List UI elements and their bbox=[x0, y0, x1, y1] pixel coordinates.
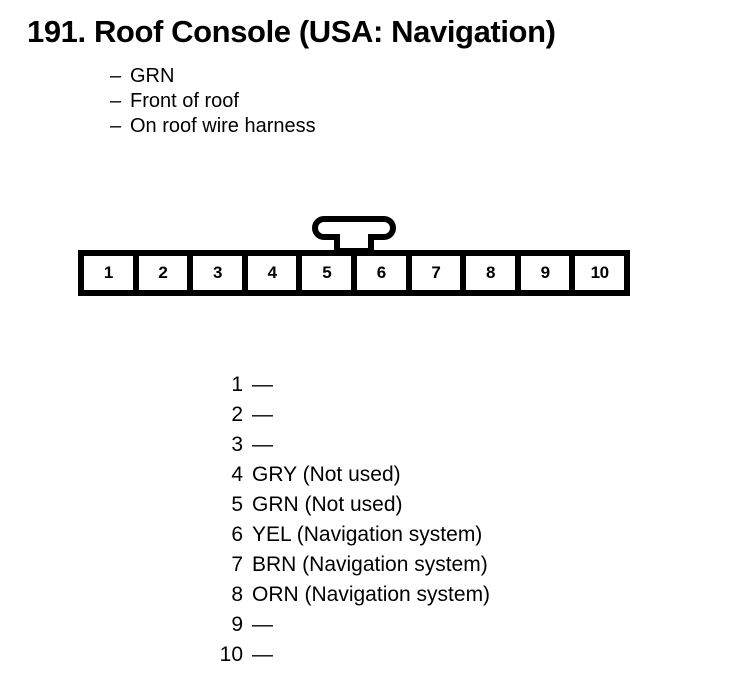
list-item-label: On roof wire harness bbox=[130, 115, 316, 137]
pin-assignment-row: 5 GRN (Not used) bbox=[170, 490, 490, 520]
connector-body: 1 2 3 4 5 6 7 8 9 10 bbox=[78, 250, 630, 296]
pin-number: 6 bbox=[231, 523, 243, 546]
connector-pin-1: 1 bbox=[84, 256, 133, 290]
pin-description: BRN (Navigation system) bbox=[252, 553, 488, 576]
pin-number: 2 bbox=[231, 403, 243, 426]
pin-number: 4 bbox=[231, 463, 243, 486]
pin-description: — bbox=[252, 403, 273, 426]
connector-pin-2: 2 bbox=[138, 256, 188, 290]
latch-neck-inner bbox=[340, 234, 368, 248]
connector-pin-4: 4 bbox=[247, 256, 297, 290]
pin-assignment-row: 6 YEL (Navigation system) bbox=[170, 520, 490, 550]
list-item: – Front of roof bbox=[110, 89, 316, 114]
pin-number: 3 bbox=[231, 433, 243, 456]
pin-number: 7 bbox=[231, 553, 243, 576]
pin-assignment-row: 4 GRY (Not used) bbox=[170, 460, 490, 490]
pin-description: — bbox=[252, 433, 273, 456]
connector-pin-3: 3 bbox=[193, 256, 242, 290]
connector-pin-9: 9 bbox=[520, 256, 570, 290]
pin-number: 10 bbox=[219, 643, 243, 666]
pin-number: 5 bbox=[231, 493, 243, 516]
pin-description: — bbox=[252, 613, 273, 636]
dash-icon: – bbox=[110, 65, 122, 87]
connector-pin-6: 6 bbox=[356, 256, 406, 290]
connector-attribute-list: – GRN – Front of roof – On roof wire har… bbox=[110, 64, 316, 139]
pin-description: ORN (Navigation system) bbox=[252, 583, 491, 606]
list-item: – On roof wire harness bbox=[110, 114, 316, 139]
pin-assignment-row: 8 ORN (Navigation system) bbox=[170, 580, 490, 610]
pin-assignment-row: 10 — bbox=[170, 640, 490, 670]
pin-assignment-row: 3 — bbox=[170, 430, 490, 460]
pin-description: YEL (Navigation system) bbox=[252, 523, 483, 546]
connector-pin-7: 7 bbox=[411, 256, 461, 290]
pin-description: GRY (Not used) bbox=[252, 463, 401, 486]
pin-description: GRN (Not used) bbox=[252, 493, 403, 516]
pin-number: 9 bbox=[231, 613, 243, 636]
pin-number: 1 bbox=[231, 373, 243, 396]
pin-description: — bbox=[252, 643, 273, 666]
pin-assignment-row: 7 BRN (Navigation system) bbox=[170, 550, 490, 580]
pin-description: — bbox=[252, 373, 273, 396]
connector-pin-8: 8 bbox=[466, 256, 515, 290]
connector-pin-5: 5 bbox=[302, 256, 351, 290]
connector-pin-10: 10 bbox=[575, 256, 624, 290]
connector-diagram: 1 2 3 4 5 6 7 8 9 10 bbox=[78, 216, 634, 298]
pin-assignment-row: 2 — bbox=[170, 400, 490, 430]
dash-icon: – bbox=[110, 115, 122, 137]
pin-assignment-list: 1 — 2 — 3 — 4 GRY (Not used) 5 GRN (Not … bbox=[170, 370, 490, 670]
pin-assignment-row: 1 — bbox=[170, 370, 490, 400]
dash-icon: – bbox=[110, 90, 122, 112]
list-item-label: GRN bbox=[130, 65, 175, 87]
list-item-label: Front of roof bbox=[130, 90, 239, 112]
pin-assignment-row: 9 — bbox=[170, 610, 490, 640]
list-item: – GRN bbox=[110, 64, 316, 89]
page-title: 191. Roof Console (USA: Navigation) bbox=[27, 14, 556, 49]
pin-number: 8 bbox=[231, 583, 243, 606]
